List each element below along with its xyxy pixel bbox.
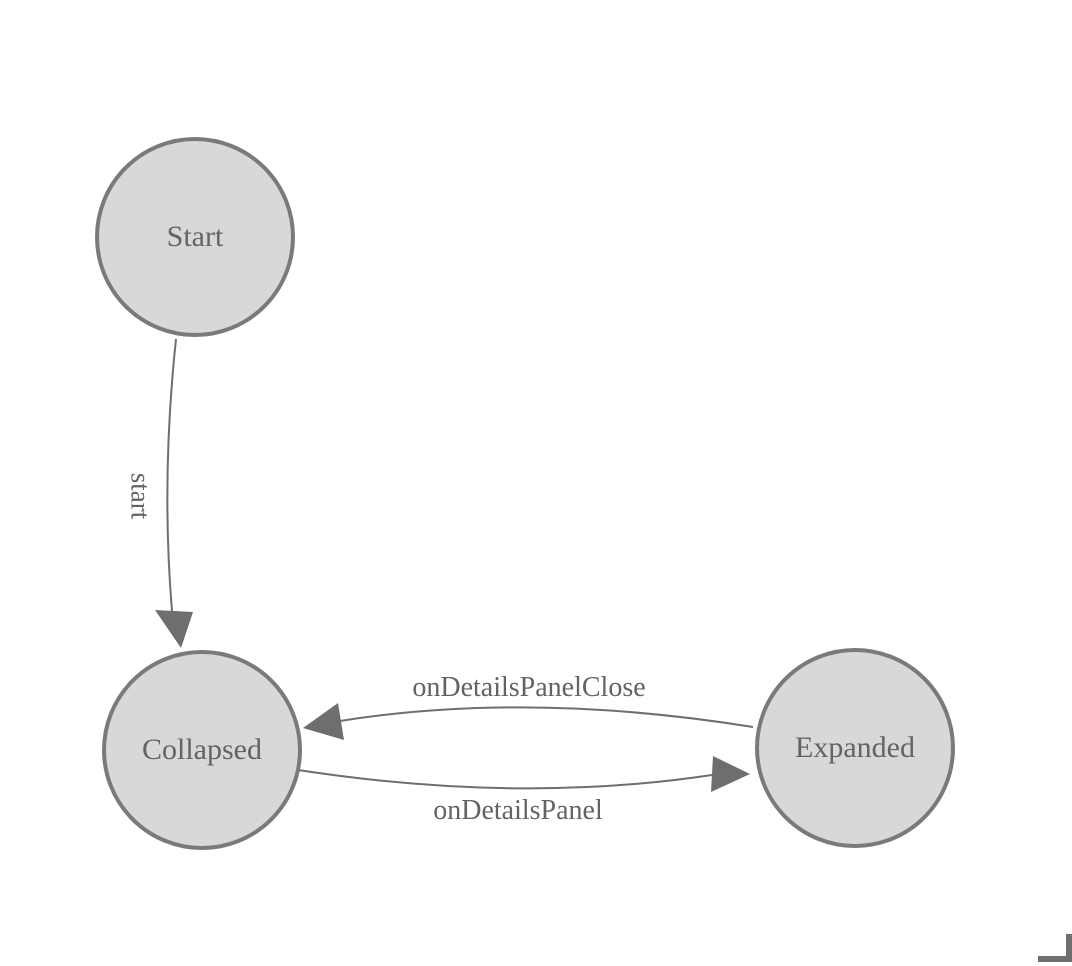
edge-collapsed-to-expanded xyxy=(297,769,713,790)
arrowhead-into-collapsed-right xyxy=(303,703,344,740)
arrowhead-into-collapsed-top xyxy=(155,610,193,648)
edge-label-start: start xyxy=(125,472,156,520)
state-node-collapsed[interactable]: Collapsed xyxy=(102,650,302,850)
node-label-start: Start xyxy=(166,220,224,253)
node-label-collapsed: Collapsed xyxy=(142,733,262,766)
arrowhead-into-expanded-left xyxy=(711,756,750,792)
node-label-expanded: Expanded xyxy=(795,731,915,764)
state-node-expanded[interactable]: Expanded xyxy=(755,648,955,848)
edge-label-ondetailspanel: onDetailsPanel xyxy=(433,795,603,826)
page-corner-icon xyxy=(1038,934,1072,962)
edge-expanded-to-collapsed xyxy=(339,706,754,728)
edge-start-to-collapsed xyxy=(166,338,177,612)
edge-label-ondetailspanelclose: onDetailsPanelClose xyxy=(412,672,646,703)
state-node-start[interactable]: Start xyxy=(95,137,295,337)
